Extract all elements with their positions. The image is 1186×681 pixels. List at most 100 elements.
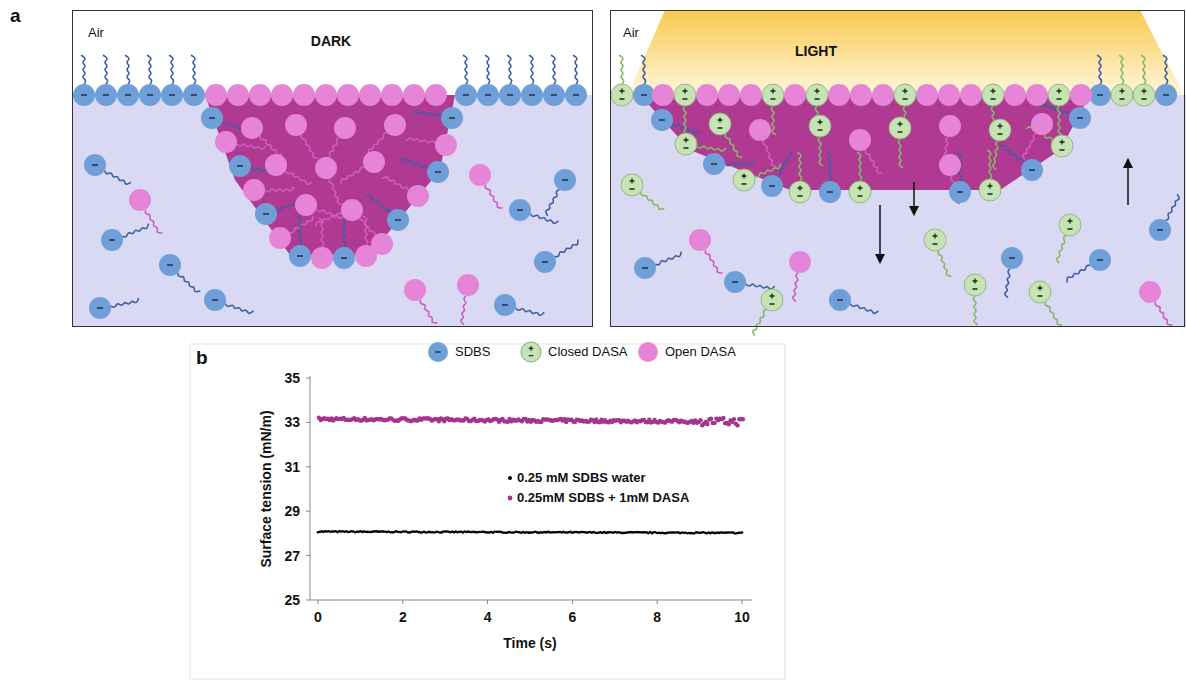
charge-sign [1097, 94, 1103, 95]
charge-sign [620, 89, 625, 100]
molecule-head [849, 129, 871, 151]
surfactant-tail [103, 55, 108, 84]
molecule-head [894, 84, 916, 106]
charge-sign [449, 117, 455, 118]
charge-sign [858, 186, 863, 197]
molecule-head [733, 169, 755, 191]
tick-label: 0 [314, 609, 322, 625]
surfactant-tail [1141, 55, 1146, 84]
molecule-head [696, 84, 718, 106]
surfactant-tail [746, 284, 775, 289]
charge-sign [1057, 89, 1062, 100]
surfactant-tail [260, 136, 282, 155]
charge-sign [341, 257, 347, 258]
molecule-head [762, 84, 784, 106]
surfactant-tail [1067, 265, 1090, 282]
charge-sign [769, 185, 775, 186]
legend-swatch [428, 342, 448, 362]
molecule-head [939, 154, 961, 176]
charge-sign [1097, 259, 1103, 260]
molecule-head [939, 115, 961, 137]
surfactant-tail [1155, 302, 1172, 325]
surfactant-tail [125, 55, 130, 84]
charge-sign [973, 279, 978, 290]
tick-label: 25 [284, 592, 300, 608]
tick [318, 600, 319, 604]
molecule-head [651, 109, 673, 131]
molecule-head [1089, 249, 1111, 271]
surfactant-tail [1057, 235, 1067, 263]
surfactant-tail [237, 144, 266, 149]
molecule-head [534, 251, 556, 273]
data-point [735, 423, 739, 427]
surfactant-tail [1045, 302, 1062, 325]
charge-sign [742, 174, 747, 185]
molecule-head [916, 84, 938, 106]
legend-label: Closed DASA [548, 345, 627, 360]
charge-sign [837, 299, 843, 300]
molecule-head [84, 154, 106, 176]
water-bulk [610, 95, 1186, 327]
charge-sign [641, 94, 647, 95]
surfactant-tail [400, 159, 428, 169]
surfactant-tail [641, 55, 646, 84]
molecule-head [341, 199, 363, 221]
charge-sign [732, 281, 738, 282]
surfactant-tail [1042, 105, 1070, 115]
surfactant-tail [461, 296, 466, 325]
charge-sign [1157, 229, 1163, 230]
molecule-head [938, 84, 960, 106]
molecule-head [703, 153, 725, 175]
molecule-head [89, 297, 111, 319]
surfactant-tail [286, 171, 312, 185]
legend-swatch [508, 476, 512, 480]
surfactant-tail [485, 185, 502, 208]
molecule-head [227, 84, 249, 106]
molecule-head [964, 274, 986, 296]
molecule-head [229, 155, 251, 177]
surfactant-tail [530, 214, 558, 224]
arrow [1127, 160, 1129, 205]
molecule-head [611, 84, 633, 106]
surfactant-tail [898, 139, 903, 168]
surfactant-tail [551, 55, 556, 84]
molecule-head [809, 115, 831, 137]
molecule-head [455, 84, 477, 106]
charge-sign [109, 239, 115, 240]
charge-sign [659, 119, 665, 120]
charge-sign [212, 299, 218, 300]
charge-sign [1038, 286, 1043, 297]
charge-sign [167, 264, 173, 265]
molecule-head [371, 233, 393, 255]
legend-swatches [428, 342, 658, 500]
surfactant-tail [850, 304, 878, 314]
charge-sign [551, 94, 557, 95]
molecule-head [469, 164, 491, 186]
surfactant-tail [122, 224, 148, 237]
molecule-head [255, 203, 277, 225]
charge-sign [683, 89, 688, 100]
molecule-head [161, 84, 183, 106]
molecule-head [285, 114, 307, 136]
legend-swatch [521, 342, 541, 362]
molecule-head [633, 84, 655, 106]
charge-sign [684, 138, 689, 149]
molecule-head [1111, 84, 1133, 106]
data-point [732, 417, 736, 421]
legend-label: Open DASA [665, 345, 736, 360]
x-axis [310, 600, 752, 601]
surfactant-tail [516, 308, 545, 316]
charge-sign [517, 209, 523, 210]
surfactant-tail [865, 150, 882, 173]
tick-label: 6 [568, 609, 576, 625]
molecule-head [989, 119, 1011, 141]
molecule-head [1048, 84, 1070, 106]
axis-title: Time (s) [503, 635, 556, 651]
molecule-head [204, 289, 226, 311]
surfactant-tail [382, 177, 408, 191]
molecule-head [333, 247, 355, 269]
molecule-head [543, 84, 565, 106]
charge-sign [191, 94, 197, 95]
surfactant-tail [1000, 146, 1024, 163]
surfactant-tail [938, 250, 951, 276]
